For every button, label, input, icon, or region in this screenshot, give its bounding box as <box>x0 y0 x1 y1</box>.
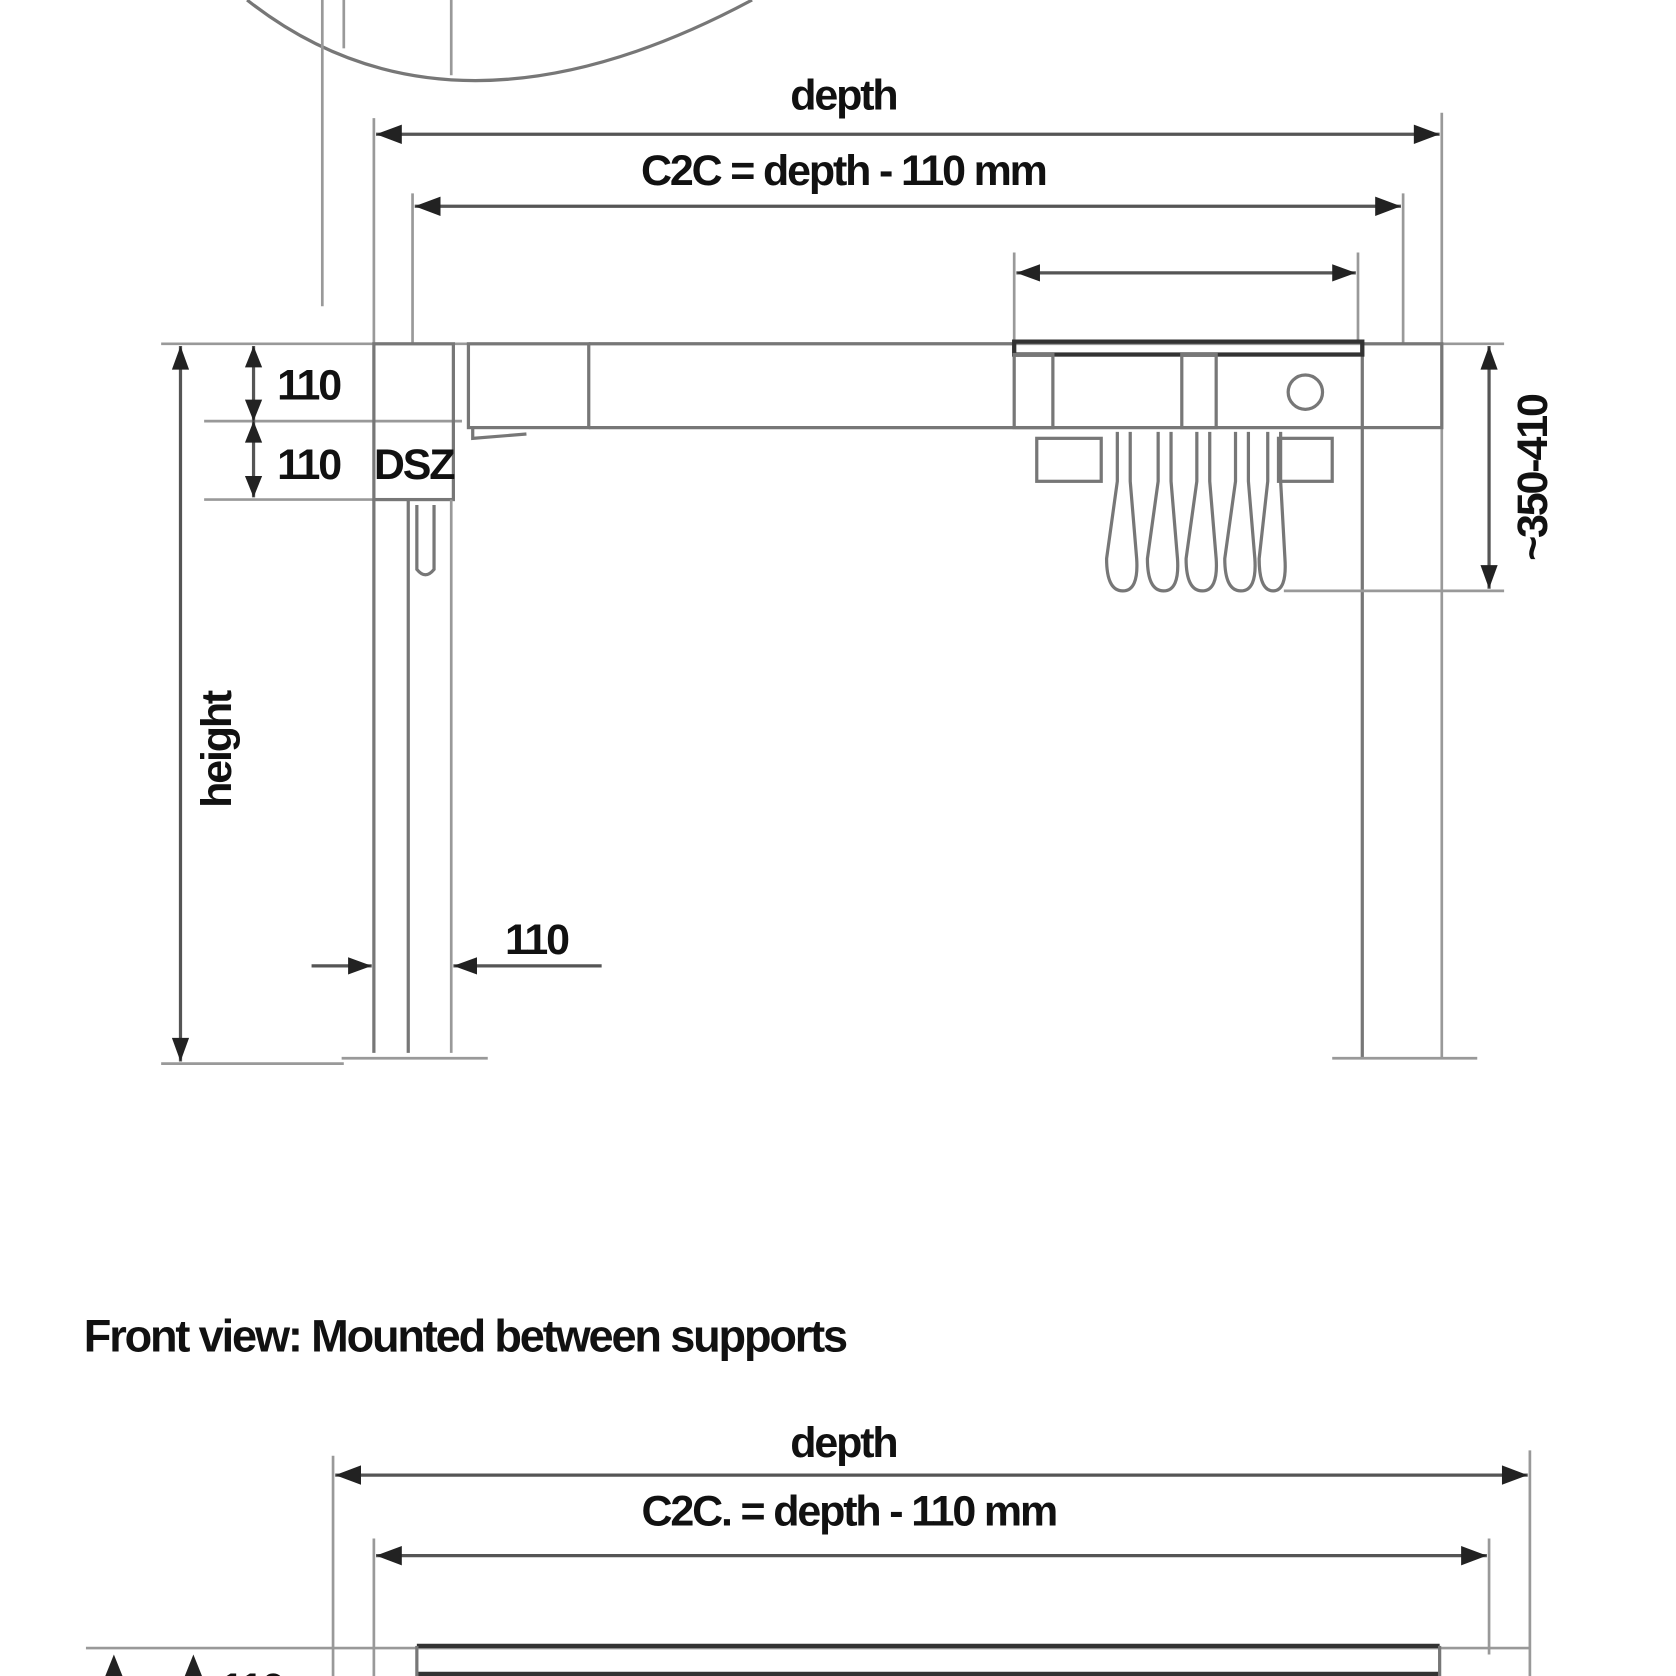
c2c-dimension: C2C = depth - 110 mm <box>411 147 1405 344</box>
height-label: height <box>193 690 241 808</box>
depth-dimension: depth <box>372 72 1444 1059</box>
hanger-range-dimension: ~350-410 <box>1480 345 1557 589</box>
post-width-dimension: 110 <box>311 916 602 975</box>
post-width-label: 110 <box>505 916 569 964</box>
hanging-hooks <box>1104 431 1287 593</box>
hanger-range-label: ~350-410 <box>1509 394 1557 561</box>
height-dimension: height <box>161 345 344 1065</box>
front-c2c-dimension: C2C. = depth - 110 mm <box>372 1488 1491 1676</box>
c2c-label: C2C = depth - 110 mm <box>641 147 1046 195</box>
side-view-frame <box>161 339 1505 1060</box>
front-depth-dimension: depth <box>331 1419 1532 1676</box>
hanger-width-dimension <box>1012 252 1360 344</box>
front-view-title: Front view: Mounted between supports <box>84 1311 847 1362</box>
profile-label: DSZ <box>374 441 455 489</box>
top-offset-dimensions: 110 110 DSZ <box>244 345 457 498</box>
front-beam: 110 <box>85 1643 1530 1676</box>
front-depth-label: depth <box>790 1419 896 1467</box>
detail-circle-arc <box>246 0 753 83</box>
top-offset-label-2: 110 <box>277 441 341 489</box>
top-offset-label-1: 110 <box>277 362 341 410</box>
front-partial-label: 110 <box>220 1665 284 1676</box>
depth-label: depth <box>790 72 896 120</box>
front-c2c-label: C2C. = depth - 110 mm <box>641 1488 1056 1536</box>
